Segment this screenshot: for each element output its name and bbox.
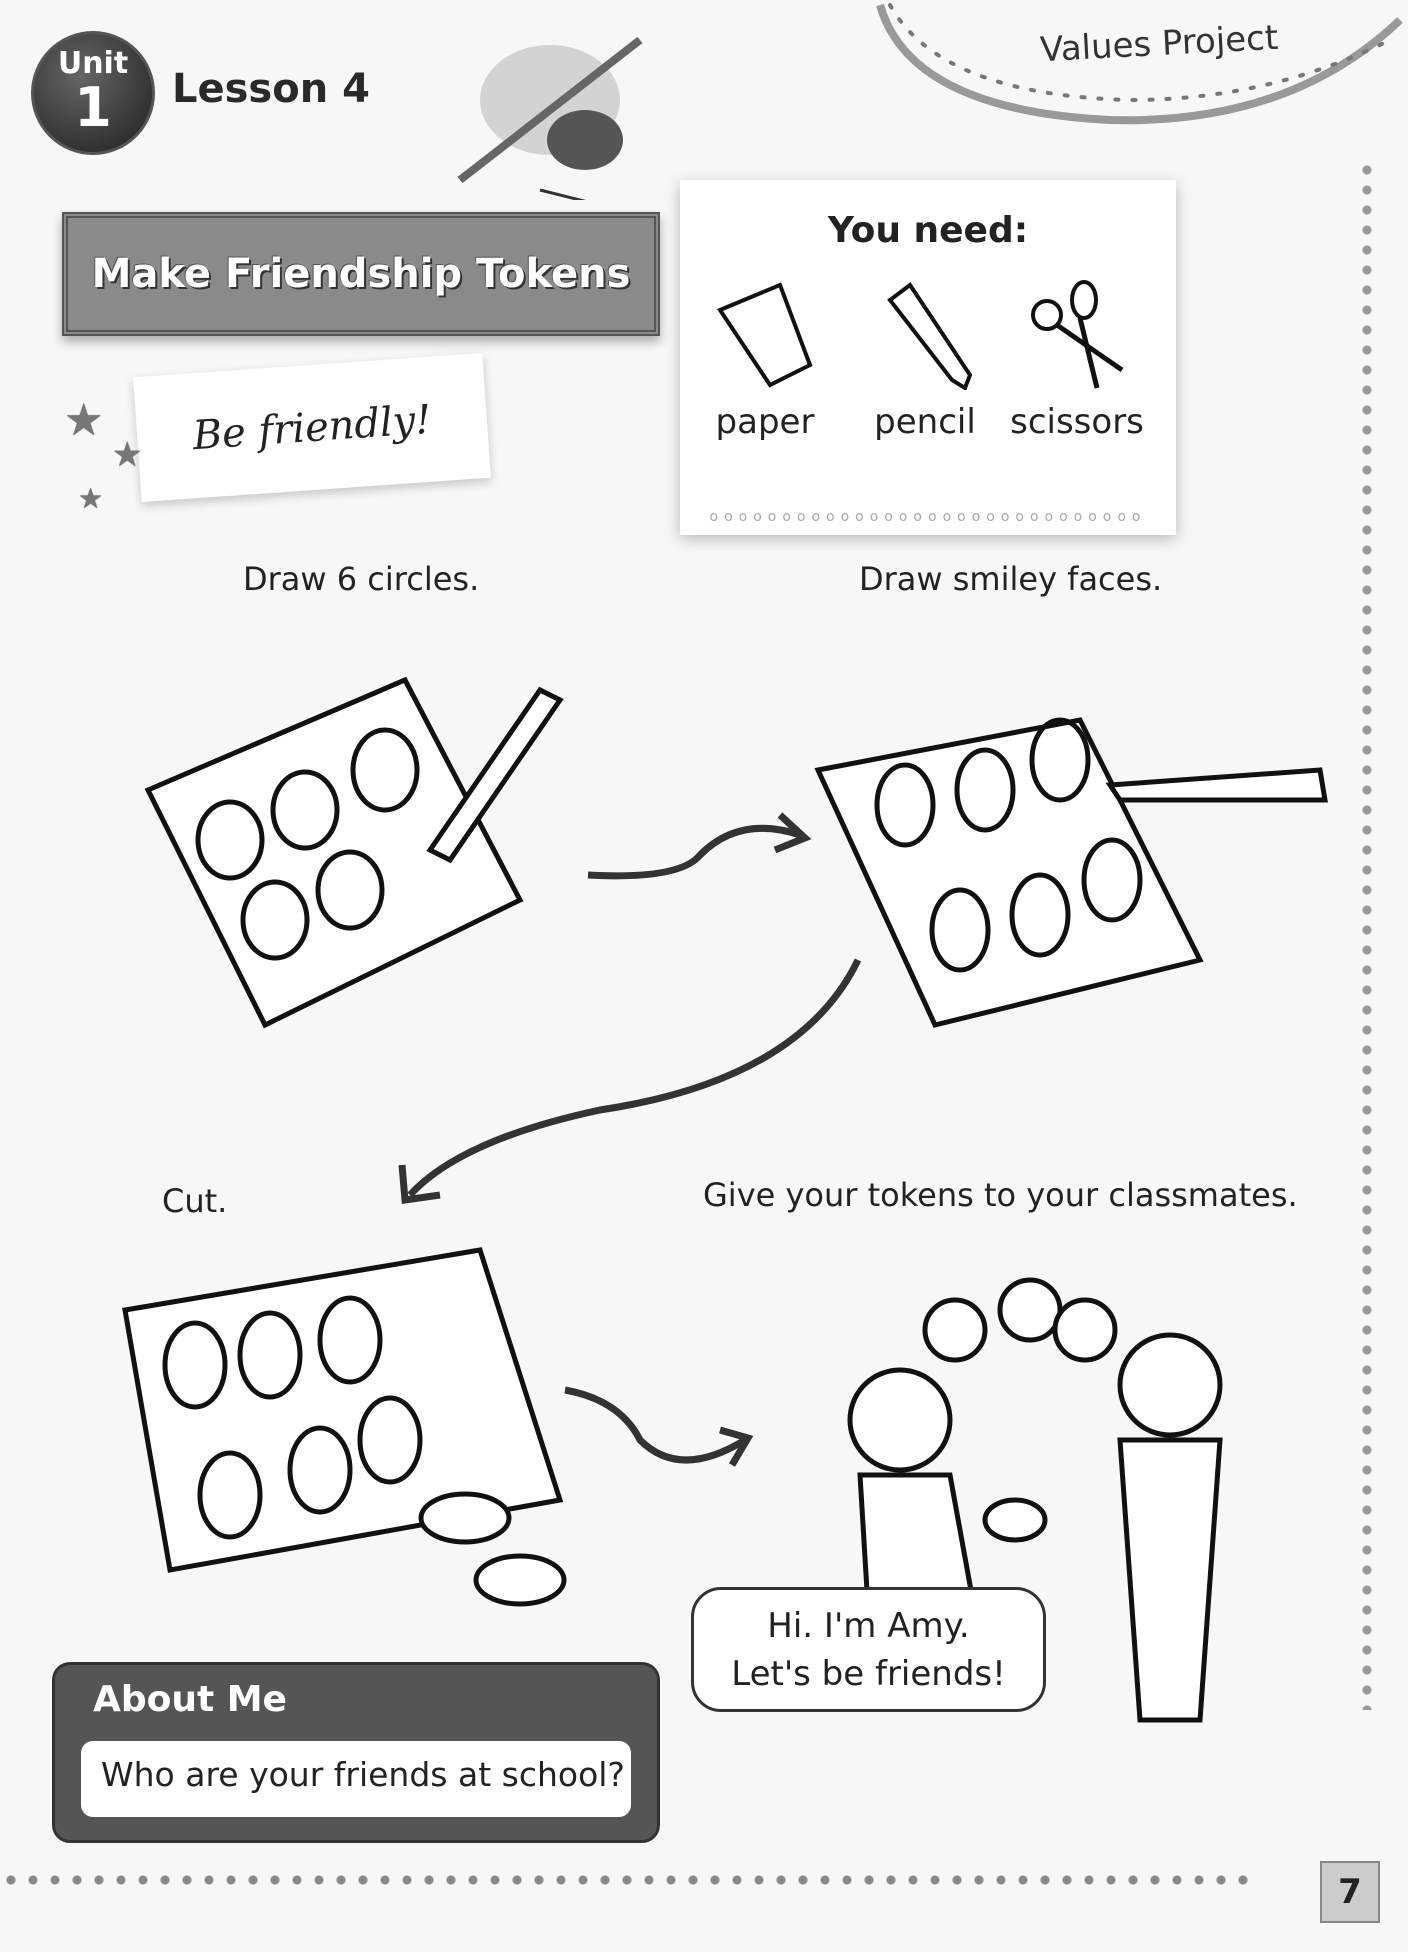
step-4-caption: Give your tokens to your classmates. xyxy=(703,1176,1298,1214)
star-icon: ★ xyxy=(64,395,104,446)
dotted-border-bottom xyxy=(0,1870,1260,1890)
helicopter-illustration xyxy=(457,36,643,200)
lesson-title: Lesson 4 xyxy=(172,66,370,112)
unit-badge: Unit 1 xyxy=(31,31,155,155)
you-need-title: You need: xyxy=(827,210,1029,251)
step-1-caption: Draw 6 circles. xyxy=(243,560,480,598)
circles-sheet-illustration xyxy=(144,676,564,1029)
unit-label: Unit xyxy=(57,46,129,81)
step-3-caption: Cut. xyxy=(162,1182,228,1220)
star-icon: ★ xyxy=(112,435,143,475)
cut-sheet-illustration xyxy=(122,1247,567,1607)
step-2-caption: Draw smiley faces. xyxy=(859,560,1163,598)
supply-paper: paper xyxy=(690,280,840,442)
ribbon-decoration xyxy=(876,3,1403,125)
pencil-icon xyxy=(887,282,973,391)
speech-line-2: Let's be friends! xyxy=(731,1654,1006,1694)
star-icon: ★ xyxy=(78,482,104,515)
you-need-box: You need: paper pencil scissors oooooooo… xyxy=(680,180,1176,535)
about-me-box: About Me Who are your friends at school? xyxy=(52,1662,660,1843)
page-title: Make Friendship Tokens xyxy=(91,251,631,297)
about-me-question: Who are your friends at school? xyxy=(81,1741,631,1817)
title-banner: Make Friendship Tokens xyxy=(62,212,660,336)
smiley-sheet-illustration xyxy=(814,717,1328,1028)
page-number: 7 xyxy=(1320,1861,1380,1923)
unit-number: 1 xyxy=(74,76,112,139)
speech-bubble: Hi. I'm Amy. Let's be friends! xyxy=(691,1587,1046,1712)
classmates-illustration xyxy=(847,1277,1223,1723)
speech-line-1: Hi. I'm Amy. xyxy=(767,1606,970,1646)
about-me-title: About Me xyxy=(93,1679,287,1720)
supply-pencil: pencil xyxy=(850,280,1000,442)
supply-scissors: scissors xyxy=(1002,280,1152,442)
arrow-icon xyxy=(398,812,862,1467)
scissors-icon xyxy=(1031,280,1124,389)
dotted-border-right xyxy=(1358,160,1376,1710)
paper-icon xyxy=(716,282,813,388)
